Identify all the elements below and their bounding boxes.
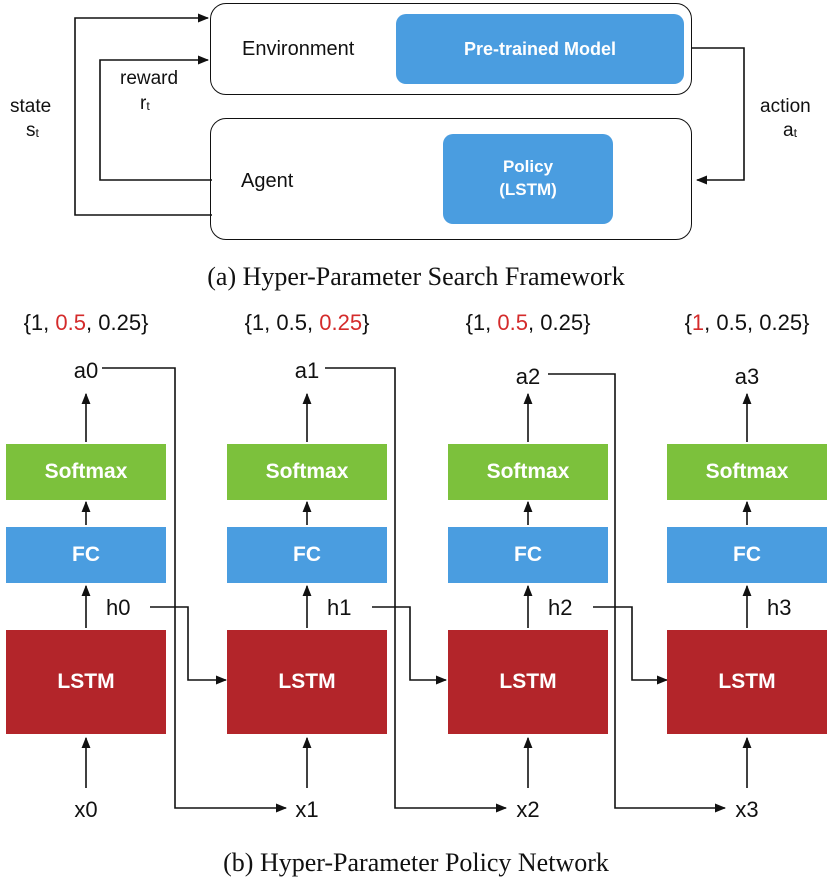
input-label: x0 xyxy=(74,797,98,822)
input-label: x2 xyxy=(516,797,540,822)
fc-layer: FC xyxy=(667,527,827,583)
selected-value: 0.25 xyxy=(319,310,363,335)
value-set: {1, 0.5, 0.25} xyxy=(684,310,810,335)
selected-value: 0.5 xyxy=(497,310,528,335)
value: 0.25 xyxy=(98,310,142,335)
agent-frame xyxy=(210,118,692,240)
selected-value: 1 xyxy=(691,310,705,335)
action-label: a1 xyxy=(294,358,320,383)
value: 1 xyxy=(30,310,44,335)
state-arrow xyxy=(74,13,212,216)
lstm-label: LSTM xyxy=(499,670,557,693)
fc-layer: FC xyxy=(448,527,608,583)
policy-label: Policy xyxy=(502,157,554,177)
lstm-label: LSTM xyxy=(278,670,336,693)
pretrained-model-box: Pre-trained Model xyxy=(396,14,684,84)
lstm-label: LSTM xyxy=(718,670,776,693)
softmax-layer: Softmax xyxy=(448,444,608,500)
lstm-cell: LSTM xyxy=(6,630,166,734)
policy-sublabel: (LSTM) xyxy=(499,180,557,199)
fc-layer: FC xyxy=(6,527,166,583)
softmax-label: Softmax xyxy=(265,460,349,483)
reward-label: reward xyxy=(120,68,179,89)
state-symbol: st xyxy=(26,120,39,141)
lstm-cell: LSTM xyxy=(227,630,387,734)
value: 1 xyxy=(251,310,265,335)
policy-box: Policy (LSTM) xyxy=(443,134,613,224)
action-symbol: at xyxy=(783,120,798,141)
input-label: x1 xyxy=(295,797,319,822)
softmax-label: Softmax xyxy=(705,460,789,483)
reward-arrow xyxy=(99,55,212,181)
fc-layer: FC xyxy=(227,527,387,583)
action-label: a2 xyxy=(515,364,541,389)
value-set: {1, 0.5, 0.25} xyxy=(244,310,370,335)
hidden-state-label: h1 xyxy=(327,595,352,620)
environment-frame xyxy=(210,3,692,95)
value: 0.5 xyxy=(276,310,307,335)
agent-label: Agent xyxy=(241,170,294,192)
state-label: state xyxy=(10,96,52,117)
lstm-cell: LSTM xyxy=(667,630,827,734)
softmax-label: Softmax xyxy=(44,460,128,483)
reward-symbol: rt xyxy=(140,93,150,114)
input-label: x3 xyxy=(735,797,759,822)
hidden-state-label: h0 xyxy=(106,595,131,620)
hidden-state-label: h3 xyxy=(767,595,792,620)
lstm-cell: LSTM xyxy=(448,630,608,734)
action-label: a3 xyxy=(734,364,760,389)
softmax-layer: Softmax xyxy=(6,444,166,500)
pretrained-model-label: Pre-trained Model xyxy=(463,38,617,59)
value: 0.25 xyxy=(540,310,584,335)
softmax-layer: Softmax xyxy=(667,444,827,500)
value-set: {1, 0.5, 0.25} xyxy=(465,310,591,335)
fc-label: FC xyxy=(293,543,321,566)
action-arrow xyxy=(692,47,745,185)
action-label: a0 xyxy=(73,358,99,383)
value: 0.25 xyxy=(759,310,803,335)
value: 0.5 xyxy=(716,310,747,335)
fc-label: FC xyxy=(733,543,761,566)
lstm-label: LSTM xyxy=(57,670,115,693)
softmax-label: Softmax xyxy=(486,460,570,483)
value: 1 xyxy=(472,310,486,335)
fc-label: FC xyxy=(514,543,542,566)
value-set: {1, 0.5, 0.25} xyxy=(23,310,149,335)
softmax-layer: Softmax xyxy=(227,444,387,500)
hidden-state-label: h2 xyxy=(548,595,573,620)
action-label: action xyxy=(760,96,811,117)
caption-b: (b) Hyper-Parameter Policy Network xyxy=(223,848,609,877)
caption-a: (a) Hyper-Parameter Search Framework xyxy=(207,262,625,291)
environment-label: Environment xyxy=(242,38,355,60)
selected-value: 0.5 xyxy=(55,310,86,335)
fc-label: FC xyxy=(72,543,100,566)
